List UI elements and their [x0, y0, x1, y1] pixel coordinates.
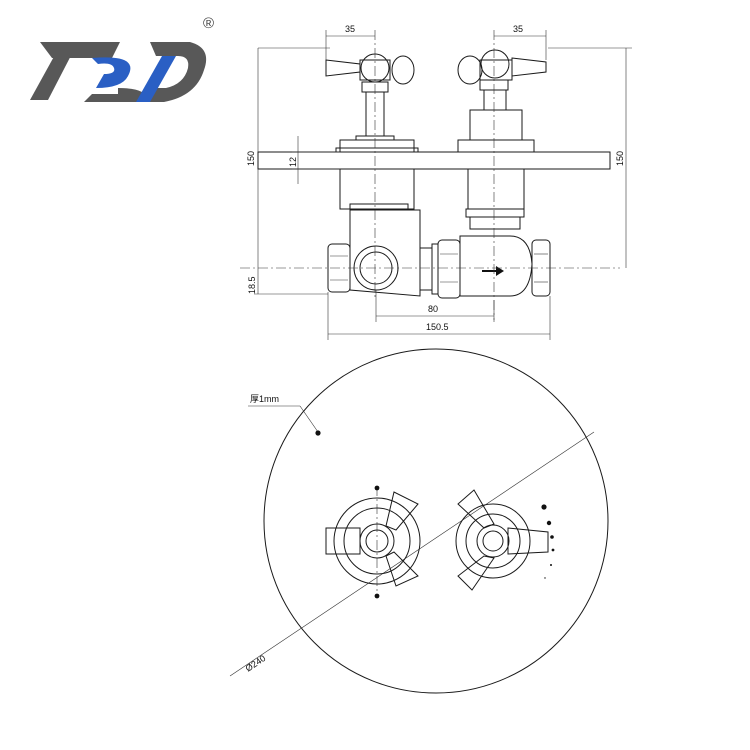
dim-center-distance: 80	[375, 290, 495, 322]
plan-view: 厚1mm Ø240	[229, 348, 609, 694]
svg-text:12: 12	[288, 157, 298, 167]
left-handle-plan	[325, 485, 421, 599]
front-elevation: 35 35 150 150 12	[240, 24, 632, 340]
dim-plate-thickness: 12	[288, 136, 340, 184]
round-cover-plate	[263, 348, 609, 694]
left-valve	[325, 53, 439, 297]
registered-mark: ®	[203, 15, 214, 32]
svg-text:80: 80	[428, 304, 438, 314]
dim-top-left: 35	[325, 24, 375, 60]
svg-text:150.5: 150.5	[426, 322, 449, 332]
diameter-label: Ø240	[244, 653, 268, 674]
dim-outlet-offset: 18.5	[247, 268, 328, 295]
right-handle-plan	[455, 489, 549, 591]
brand-logo: ®	[30, 15, 214, 102]
thickness-note: 厚1mm	[250, 394, 279, 404]
right-valve	[437, 49, 551, 299]
svg-text:35: 35	[513, 24, 523, 34]
svg-text:35: 35	[345, 24, 355, 34]
cover-plate	[257, 151, 611, 170]
svg-text:150: 150	[615, 151, 625, 166]
dim-overall-width: 150.5	[327, 292, 551, 340]
dim-left-height: 150	[246, 47, 330, 268]
dim-top-right: 35	[494, 24, 547, 60]
svg-text:150: 150	[246, 151, 256, 166]
diameter-leader	[229, 431, 595, 677]
indicator-dots	[541, 504, 555, 579]
svg-text:18.5: 18.5	[247, 276, 257, 294]
dim-right-height: 150	[548, 47, 632, 268]
